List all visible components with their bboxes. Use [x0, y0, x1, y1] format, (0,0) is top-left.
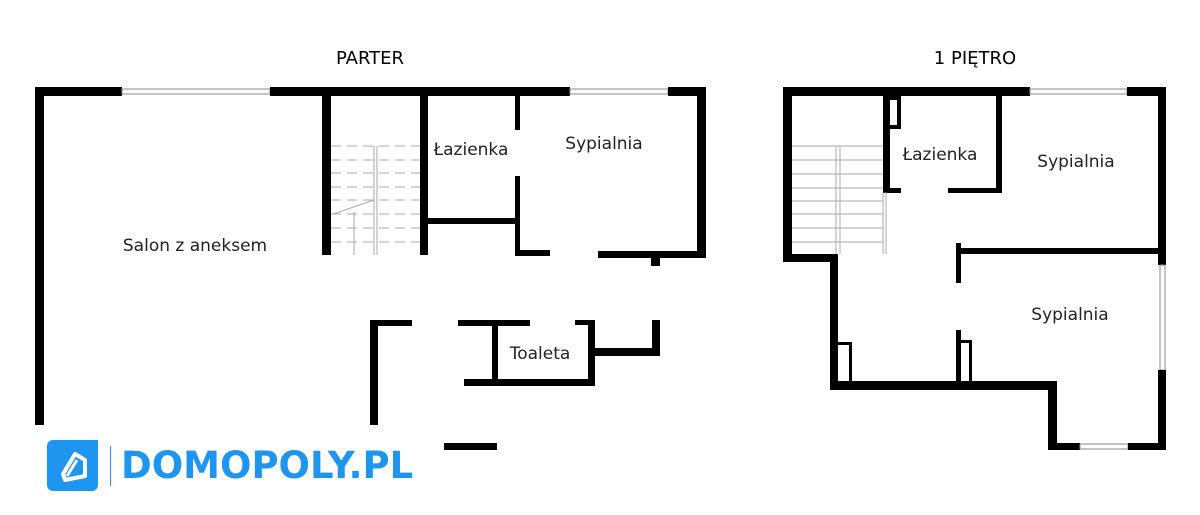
wall	[948, 188, 1002, 193]
ground-floor-title: PARTER	[336, 48, 404, 69]
ground-floor-plan: PARTER	[35, 48, 706, 450]
wall	[35, 87, 44, 425]
wall	[428, 218, 516, 224]
room-label-bedroom-2: Sypialnia	[1031, 305, 1108, 325]
wall	[668, 87, 706, 96]
wall	[1128, 443, 1166, 450]
staircase	[331, 145, 420, 255]
room-label-salon: Salon z aneksem	[123, 236, 267, 256]
wall	[783, 87, 792, 262]
room-label-bathroom: Łazienka	[902, 145, 978, 165]
wall	[956, 243, 961, 283]
window	[1029, 88, 1128, 95]
staircase	[792, 145, 887, 254]
room-label-bathroom: Łazienka	[433, 140, 509, 160]
wall	[830, 254, 838, 390]
wall	[464, 379, 595, 386]
wall	[697, 87, 706, 258]
wall	[883, 125, 901, 129]
wall	[1048, 381, 1057, 450]
wall	[595, 348, 660, 356]
wall	[444, 443, 497, 450]
wall	[588, 320, 595, 386]
domopoly-logo: DOMOPOLY.PL	[47, 440, 413, 491]
wall	[956, 330, 961, 381]
wall	[35, 87, 122, 96]
logo-divider	[110, 445, 111, 486]
window	[1079, 443, 1129, 450]
wall	[492, 320, 498, 385]
wall	[783, 87, 1030, 96]
first-floor-plan: 1 PIĘTRO	[783, 48, 1166, 450]
wall	[420, 96, 428, 255]
room-label-bedroom: Sypialnia	[565, 134, 642, 154]
window	[1159, 264, 1166, 371]
wall	[961, 340, 972, 343]
wall	[598, 251, 706, 258]
wall	[515, 250, 550, 256]
logo-text: DOMOPOLY.PL	[121, 444, 414, 487]
window	[121, 88, 271, 95]
wall	[838, 342, 852, 345]
wall	[370, 320, 412, 326]
first-floor-title: 1 PIĘTRO	[934, 48, 1016, 69]
wall	[849, 342, 852, 381]
wall	[890, 96, 900, 100]
wall	[996, 96, 1002, 193]
wall	[575, 320, 595, 325]
wall	[883, 188, 901, 193]
window	[569, 88, 669, 95]
wall	[370, 320, 378, 425]
wall	[652, 320, 660, 356]
wall	[1048, 443, 1080, 450]
room-label-bedroom-1: Sypialnia	[1037, 152, 1114, 172]
wall	[883, 96, 890, 192]
wall	[969, 340, 972, 381]
wall	[1158, 370, 1166, 450]
wall	[1127, 87, 1166, 96]
wall	[515, 96, 520, 130]
wall	[322, 96, 331, 255]
wall	[651, 258, 660, 266]
wall	[515, 176, 520, 256]
wall	[270, 87, 570, 96]
room-label-toilet: Toaleta	[509, 344, 571, 364]
wall	[830, 381, 1057, 390]
house-icon	[47, 440, 98, 491]
wall	[897, 96, 901, 128]
wall	[1158, 87, 1166, 265]
wall	[783, 254, 838, 262]
wall	[957, 248, 1158, 254]
